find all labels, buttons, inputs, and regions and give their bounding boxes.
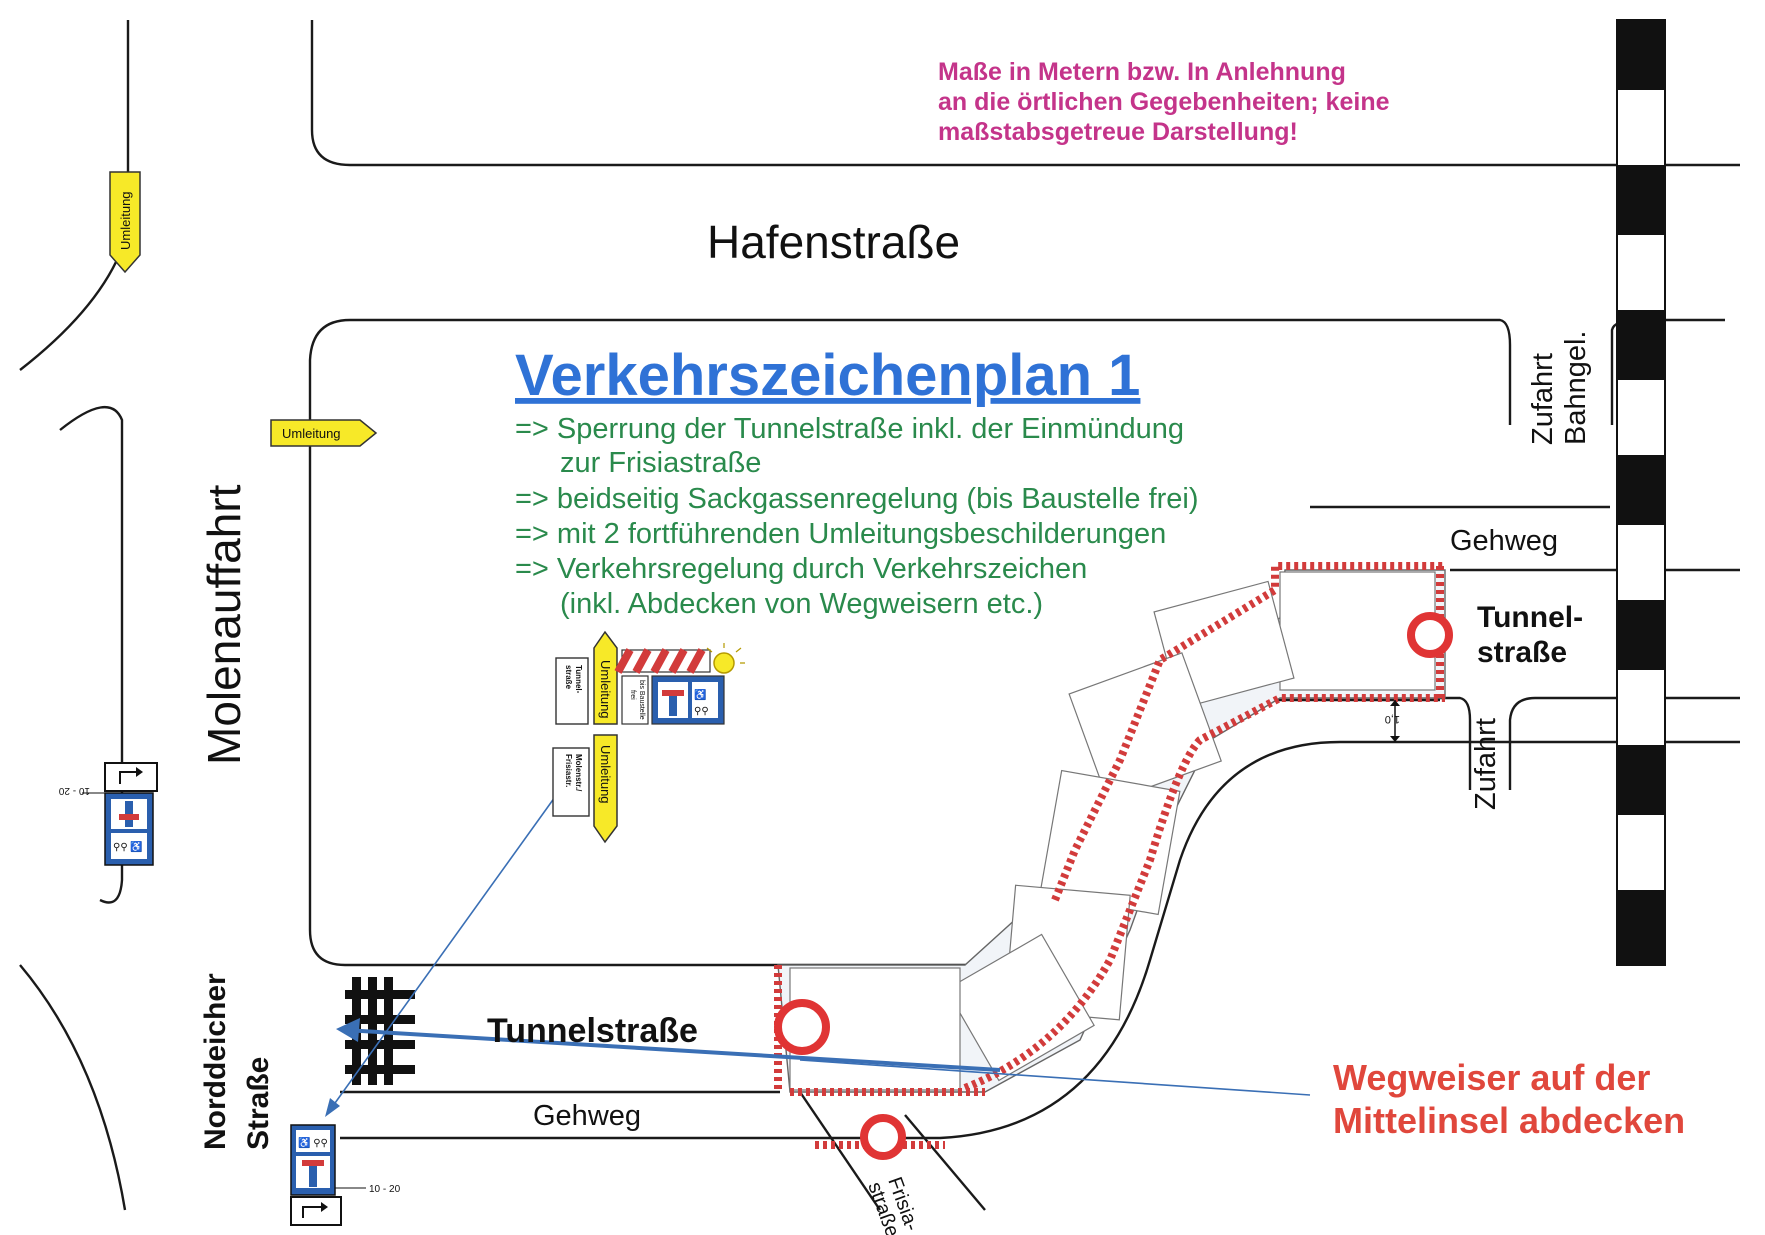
dead-end-sign-bottom: ♿ ⚲⚲ 10 - 20 (290, 1124, 401, 1226)
dead-end-sign-left: ⚲⚲ ♿ 10 - 20 (58, 762, 158, 866)
scale-note: Maße in Metern bzw. In Anlehnung an die … (938, 58, 1390, 146)
tunnel-plate-line-1: Tunnel- (574, 665, 583, 694)
construction-zone: 1,0 (774, 562, 1453, 1160)
street-molenauffahrt: Molenauffahrt (198, 484, 250, 765)
molen-plate-line-1: Molenstr./ (574, 754, 583, 792)
road-lines (19, 20, 1740, 1211)
pointer-lines (325, 789, 1311, 1117)
dimension-label: 1,0 (1385, 713, 1400, 725)
street-norddeicher-2: Straße (242, 1057, 275, 1150)
bike-ped-symbol-bottom: ♿ ⚲⚲ (298, 1136, 328, 1149)
dimension-marker: 1,0 (1385, 700, 1400, 742)
callout-line-1: Wegweiser auf der (1333, 1057, 1650, 1098)
street-norddeicher-1: Norddeicher (199, 973, 232, 1150)
distance-bottom-label: 10 - 20 (369, 1184, 401, 1195)
detour-plate-upper-label: Umleitung (598, 660, 613, 719)
callout-cover-signs: Wegweiser auf der Mittelinsel abdecken (1333, 1057, 1685, 1141)
street-zufahrt-bahngel-1: Zufahrt (1527, 353, 1559, 445)
description-line-1: => Sperrung der Tunnelstraße inkl. der E… (515, 413, 1184, 445)
baustelle-plate-line-2: frei (629, 690, 636, 700)
plan-title: Verkehrszeichenplan 1 (515, 343, 1140, 408)
street-tunnel-right-2: straße (1477, 636, 1567, 669)
callout-line-2: Mittelinsel abdecken (1333, 1100, 1685, 1141)
street-zufahrt-bahngel-2: Bahngel. (1560, 331, 1592, 446)
baustelle-plate-line-1: bis Baustelle (638, 680, 645, 720)
tunnel-plate-line-2: straße (564, 665, 573, 690)
detour-sign-molen: Umleitung (270, 419, 378, 447)
railway-track (1616, 19, 1666, 966)
description-line-3: => beidseitig Sackgassenregelung (bis Ba… (515, 483, 1199, 515)
street-hafenstrasse: Hafenstraße (707, 216, 960, 268)
street-gehweg-bottom: Gehweg (533, 1100, 641, 1132)
bike-symbol-median: ⚲⚲ (694, 706, 709, 717)
street-tunnelstrasse: Tunnelstraße (487, 1012, 698, 1050)
no-entry-sign-frisia (860, 1114, 906, 1160)
molen-plate-line-2: Frisiastr. (564, 754, 573, 787)
detour-sign-left: Umleitung (109, 171, 141, 274)
median-sign-group: Tunnel- straße Molenstr./ Frisiastr. Uml… (552, 630, 745, 844)
no-entry-sign-left (774, 999, 830, 1055)
street-zufahrt: Zufahrt (1470, 718, 1502, 810)
street-tunnel-right-1: Tunnel- (1477, 601, 1583, 634)
note-line-2: an die örtlichen Gegebenheiten; keine (938, 88, 1390, 116)
note-line-3: maßstabsgetreue Darstellung! (938, 118, 1298, 146)
steel-plates (789, 571, 1436, 1091)
detour-sign-left-label: Umleitung (118, 191, 133, 250)
no-entry-sign-right (1407, 612, 1453, 658)
note-line-1: Maße in Metern bzw. In Anlehnung (938, 58, 1346, 86)
description-line-6: (inkl. Abdecken von Wegweisern etc.) (560, 588, 1043, 620)
plan-description: => Sperrung der Tunnelstraße inkl. der E… (515, 413, 1199, 620)
description-line-4: => mit 2 fortführenden Umleitungsbeschil… (515, 518, 1166, 550)
detour-plate-lower-label: Umleitung (598, 745, 613, 804)
street-gehweg-top: Gehweg (1450, 525, 1558, 557)
detour-sign-molen-label: Umleitung (282, 426, 341, 441)
ped-symbol-median: ♿ (694, 688, 706, 701)
bike-ped-symbol-left: ⚲⚲ ♿ (113, 840, 143, 853)
distance-left-label: 10 - 20 (58, 785, 90, 796)
description-line-5: => Verkehrsregelung durch Verkehrszeiche… (515, 553, 1087, 585)
description-line-2: zur Frisiastraße (560, 447, 761, 479)
